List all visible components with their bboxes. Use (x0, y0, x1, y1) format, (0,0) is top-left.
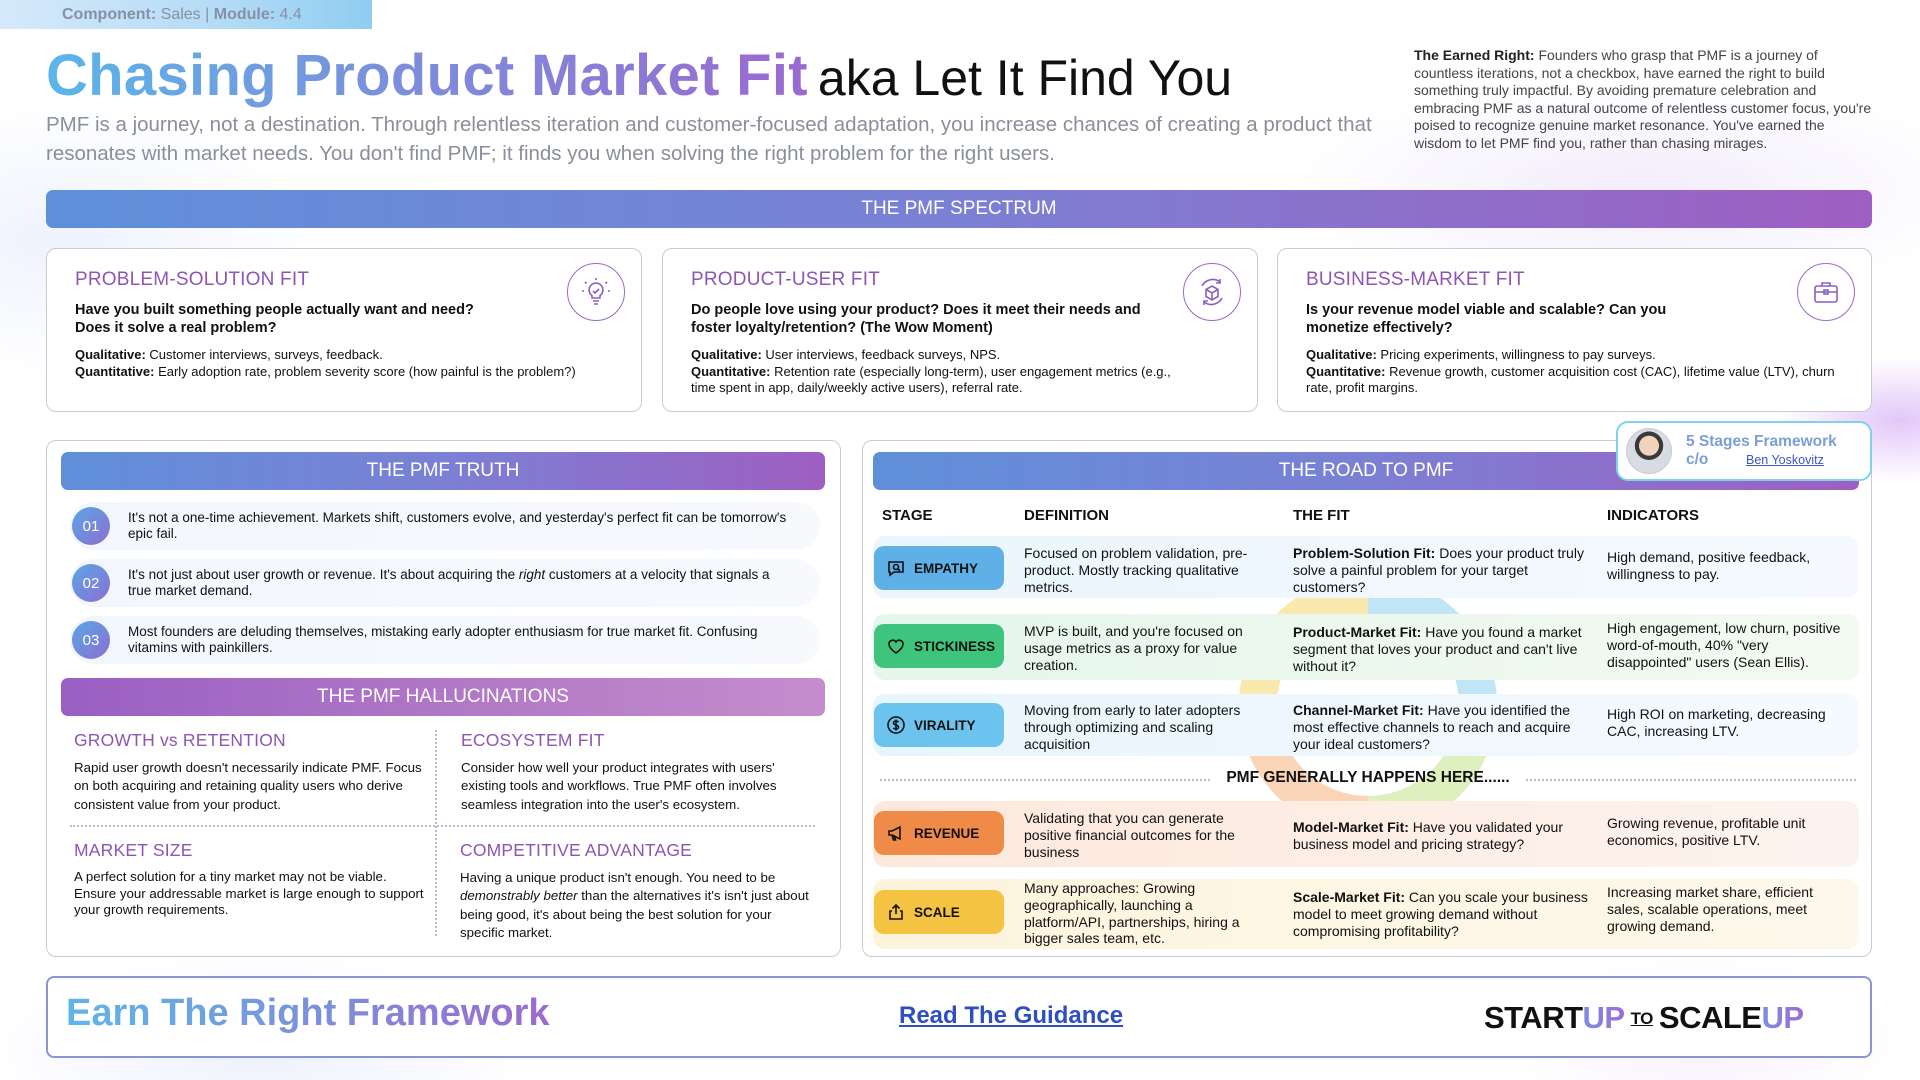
author-link[interactable]: Ben Yoskovitz (1746, 453, 1824, 467)
spectrum-card-quantitative: Quantitative: Early adoption rate, probl… (75, 363, 576, 379)
dollar-circle-icon (887, 716, 905, 734)
spectrum-card-question: Is your revenue model viable and scalabl… (1306, 302, 1667, 336)
column-header-fit: THE FIT (1293, 507, 1350, 524)
truth-item: 03 Most founders are deluding themselves… (70, 616, 820, 664)
share-up-icon (889, 903, 903, 920)
lightbulb-icon (567, 263, 625, 321)
spectrum-card-quantitative: Quantitative: Revenue growth, customer a… (1306, 363, 1835, 396)
megaphone-icon (888, 825, 901, 841)
truth-item: 02 It's not just about user growth or re… (70, 559, 820, 607)
truth-text: Most founders are deluding themselves, m… (128, 624, 758, 655)
road-fit: Product-Market Fit: Have you found a mar… (1293, 624, 1582, 674)
hallucination-market-size: MARKET SIZE A perfect solution for a tin… (74, 840, 424, 917)
spectrum-card-question: Do people love using your product? Does … (691, 302, 1141, 336)
road-indicators: Increasing market share, efficient sales… (1607, 884, 1813, 934)
column-header-definition: DEFINITION (1024, 507, 1109, 524)
component-label: Component: (62, 6, 157, 23)
road-indicators: High demand, positive feedback, willingn… (1607, 549, 1811, 582)
spectrum-card-product-user: PRODUCT-USER FIT Do people love using yo… (662, 248, 1258, 412)
spectrum-banner: THE PMF SPECTRUM (46, 190, 1872, 228)
spectrum-card-qualitative: Qualitative: Customer interviews, survey… (75, 347, 383, 362)
road-definition: Many approaches: Growing geographically,… (1024, 880, 1240, 947)
spectrum-card-quantitative: Quantitative: Retention rate (especially… (691, 363, 1171, 396)
module-value: 4.4 (279, 6, 302, 23)
stage-pill-scale: SCALE (874, 890, 1004, 934)
road-row-stickiness (873, 614, 1859, 680)
cube-cycle-icon (1183, 263, 1241, 321)
pmf-happens-here-label: PMF GENERALLY HAPPENS HERE...... (1226, 769, 1510, 786)
road-row-empathy (873, 536, 1859, 598)
stage-pill-revenue: REVENUE (874, 811, 1004, 855)
module-label: Module: (213, 6, 276, 23)
road-indicators: High engagement, low churn, positive wor… (1607, 620, 1841, 670)
stage-pill-empathy: EMPATHY (874, 546, 1004, 590)
spectrum-card-title: PROBLEM-SOLUTION FIT (75, 269, 310, 290)
earned-right-label: The Earned Right: (1414, 47, 1535, 63)
badge-title: 5 Stages Framework (1686, 433, 1837, 450)
truth-number-badge: 01 (72, 507, 110, 545)
truth-number-badge: 02 (72, 564, 110, 602)
road-definition: Focused on problem validation, pre-produ… (1024, 545, 1248, 595)
spectrum-card-qualitative: Qualitative: User interviews, feedback s… (691, 347, 1001, 362)
title-sub: aka Let It Find You (817, 50, 1233, 106)
briefcase-icon (1797, 263, 1855, 321)
spectrum-card-title: PRODUCT-USER FIT (691, 269, 880, 290)
road-definition: Validating that you can generate positiv… (1024, 810, 1235, 860)
road-row-scale (873, 879, 1859, 949)
stage-pill-stickiness: STICKINESS (874, 624, 1004, 668)
road-fit: Problem-Solution Fit: Does your product … (1293, 545, 1584, 595)
divider-vertical (435, 730, 437, 936)
road-fit: Scale-Market Fit: Can you scale your bus… (1293, 889, 1588, 939)
heart-icon (888, 639, 904, 654)
component-value: Sales (160, 6, 201, 23)
spectrum-card-business-market: BUSINESS-MARKET FIT Is your revenue mode… (1277, 248, 1872, 412)
title-main: Chasing Product Market Fit (46, 43, 808, 108)
column-header-stage: STAGE (882, 507, 933, 524)
spectrum-card-title: BUSINESS-MARKET FIT (1306, 269, 1525, 290)
earned-right-text: Founders who grasp that PMF is a journey… (1414, 47, 1872, 151)
road-definition: MVP is built, and you're focused on usag… (1024, 623, 1243, 673)
stage-pill-virality: VIRALITY (874, 703, 1004, 747)
happens-divider-left (880, 779, 1210, 781)
hallucination-competitive-advantage: COMPETITIVE ADVANTAGE Having a unique pr… (460, 840, 809, 940)
happens-divider-right (1526, 779, 1856, 781)
column-header-indicators: INDICATORS (1607, 507, 1699, 524)
spectrum-card-qualitative: Qualitative: Pricing experiments, willin… (1306, 347, 1656, 362)
divider-horizontal (70, 825, 815, 827)
truth-number-badge: 03 (72, 621, 110, 659)
road-definition: Moving from early to later adopters thro… (1024, 702, 1241, 752)
spectrum-card-problem-solution: PROBLEM-SOLUTION FIT Have you built some… (46, 248, 642, 412)
road-fit: Channel-Market Fit: Have you identified … (1293, 702, 1571, 752)
truth-text: It's not just about user growth or reven… (128, 567, 770, 598)
component-tag: Component: Sales | Module: 4.4 (0, 0, 372, 29)
hallucination-ecosystem-fit: ECOSYSTEM FIT Consider how well your pro… (461, 730, 777, 812)
chat-search-icon (888, 561, 904, 577)
road-indicators: High ROI on marketing, decreasing CAC, i… (1607, 706, 1826, 739)
read-guidance-link[interactable]: Read The Guidance (899, 1002, 1124, 1029)
road-row-revenue (873, 801, 1859, 867)
framework-credit-badge: 5 Stages Framework c/o Ben Yoskovitz (1616, 421, 1872, 481)
truth-text: It's not a one-time achievement. Markets… (128, 510, 787, 541)
spectrum-card-question: Have you built something people actually… (75, 302, 474, 336)
footer-title: Earn The Right Framework (66, 992, 550, 1034)
road-indicators: Growing revenue, profitable unit economi… (1607, 815, 1806, 848)
badge-co: c/o (1686, 451, 1709, 468)
page-subtitle: PMF is a journey, not a destination. Thr… (46, 113, 1372, 165)
footer-bar (46, 976, 1872, 1058)
earned-right-note: The Earned Right: Founders who grasp tha… (1414, 47, 1874, 152)
hallucination-growth-retention: GROWTH vs RETENTION Rapid user growth do… (74, 730, 422, 812)
truth-item: 01 It's not a one-time achievement. Mark… (70, 502, 820, 550)
avatar (1626, 428, 1672, 474)
truth-banner: THE PMF TRUTH (61, 452, 825, 490)
road-row-virality (873, 694, 1859, 756)
hallucinations-banner: THE PMF HALLUCINATIONS (61, 678, 825, 716)
road-fit: Model-Market Fit: Have you validated you… (1293, 819, 1563, 852)
